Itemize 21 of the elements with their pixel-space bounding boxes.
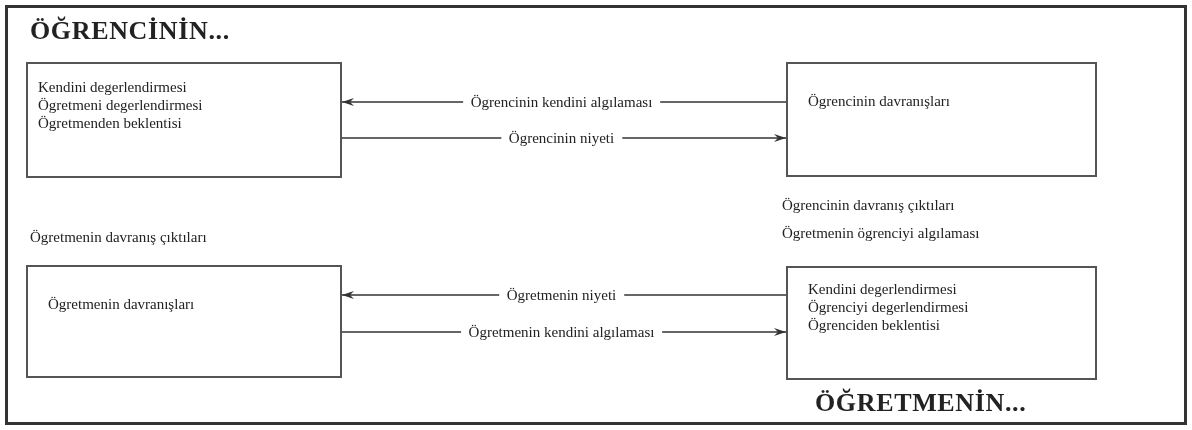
box-text: Ögrencinin davranışları [808, 92, 951, 110]
flow-label: Ögretmenin ögrenciyi algılaması [782, 224, 980, 242]
box-text: Kendini degerlendirmesi [808, 280, 957, 298]
group-heading: ÖĞRETMENİN... [815, 388, 1027, 418]
group-heading: ÖĞRENCİNİN... [30, 16, 230, 46]
box-text: Ögretmeni degerlendirmesi [38, 96, 203, 114]
box-text: Ögretmenin davranışları [48, 295, 195, 313]
edge-label: Ögrencinin niyeti [500, 129, 623, 147]
process-box [786, 266, 1097, 380]
process-box [786, 62, 1097, 177]
box-text: Ögretmenden beklentisi [38, 114, 182, 132]
box-text: Ögrenciden beklentisi [808, 316, 941, 334]
flow-label: Ögrencinin davranış çıktıları [782, 196, 955, 214]
edge-label: Ögrencinin kendini algılaması [462, 93, 661, 111]
box-text: Kendini degerlendirmesi [38, 78, 187, 96]
edge-label: Ögretmenin kendini algılaması [460, 323, 663, 341]
box-text: Ögrenciyi degerlendirmesi [808, 298, 969, 316]
process-box [26, 62, 342, 178]
process-box [26, 265, 342, 378]
edge-label: Ögretmenin niyeti [498, 286, 625, 304]
flow-label: Ögretmenin davranış çıktıları [30, 228, 207, 246]
